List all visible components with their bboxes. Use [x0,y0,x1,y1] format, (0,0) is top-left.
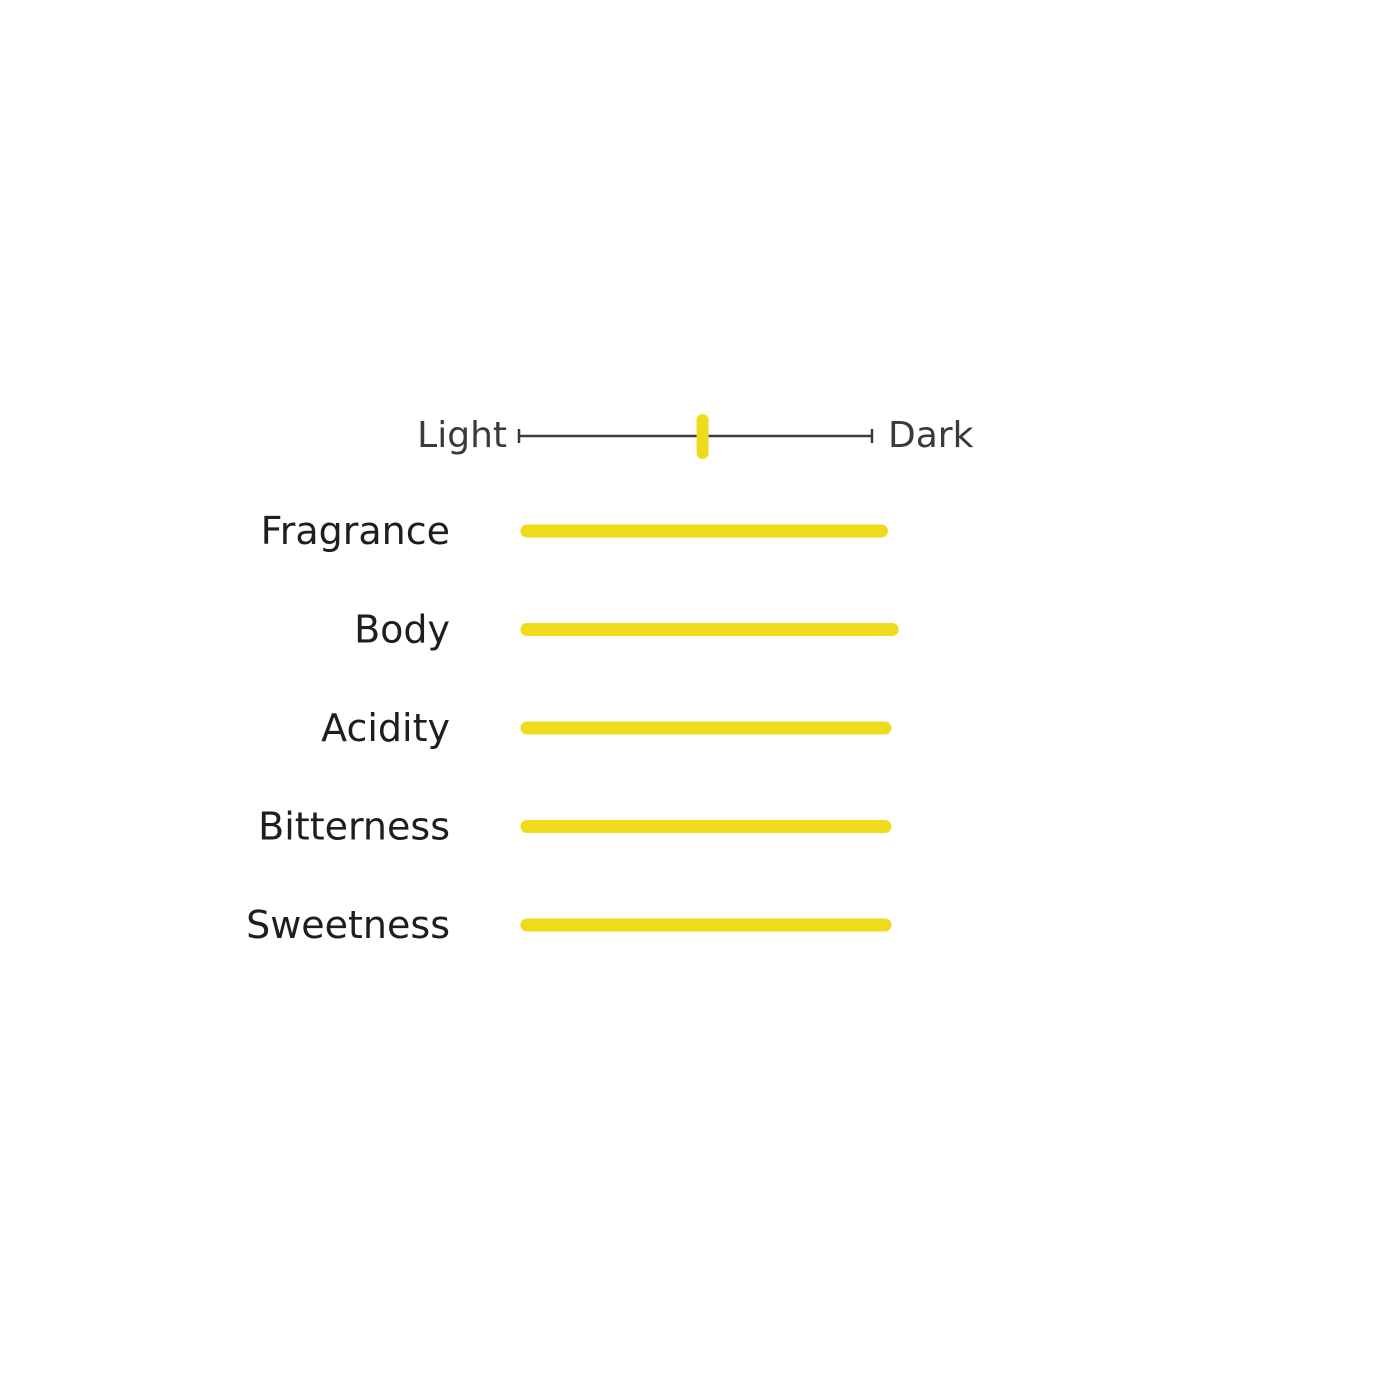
attribute-label-body: Body [354,608,450,652]
attribute-label-fragrance: Fragrance [261,509,450,553]
roast-scale: Light Dark [417,414,974,459]
roast-scale-right-label: Dark [888,415,974,456]
roast-scale-left-label: Light [417,415,507,456]
attribute-label-acidity: Acidity [321,706,450,750]
attribute-label-bitterness: Bitterness [258,805,450,849]
attribute-label-sweetness: Sweetness [246,903,450,947]
